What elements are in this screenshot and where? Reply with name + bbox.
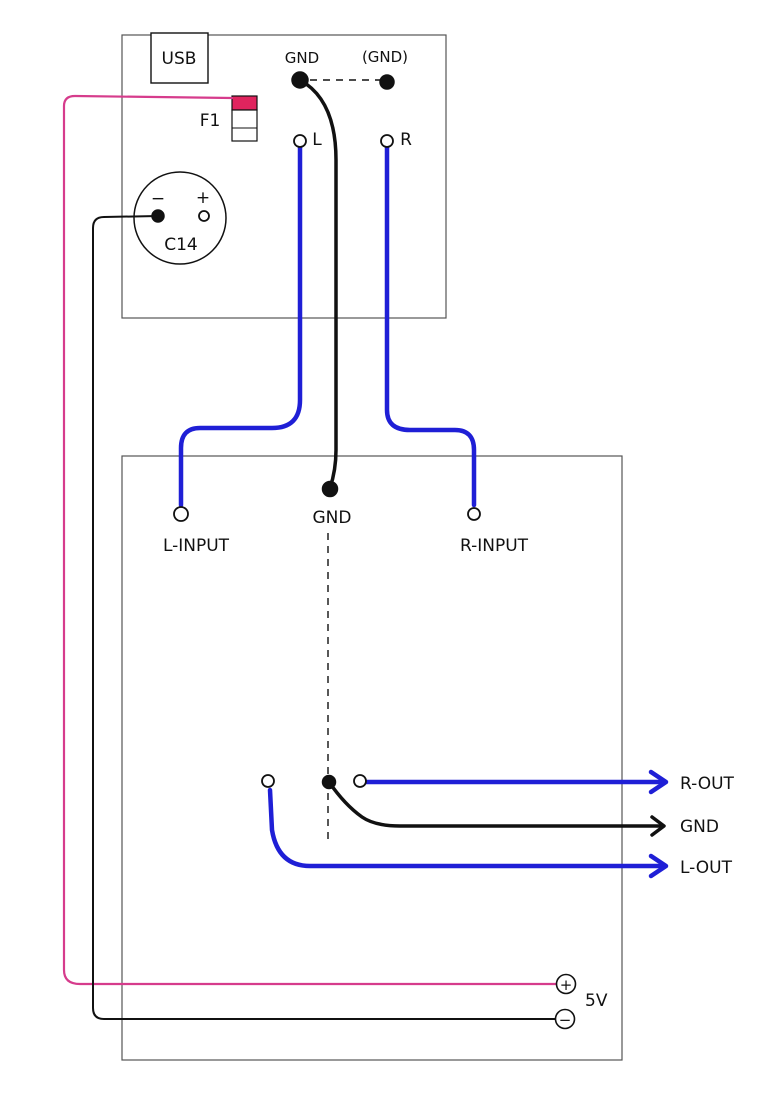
r-out-pad: [353, 774, 367, 788]
gnd-out-label: GND: [680, 817, 719, 837]
usb-port: [150, 32, 209, 84]
minus-5v-symbol: −: [559, 1011, 572, 1029]
c14-minus-sign: −: [151, 189, 165, 209]
plus-5v-terminal: [555, 973, 577, 995]
minus-5v-terminal: [554, 1008, 576, 1030]
l-out-wire: [267, 787, 667, 869]
l-out-arrow: [648, 853, 669, 879]
top-right-pad: [380, 134, 394, 148]
gnd-out-arrow: [650, 815, 666, 837]
usb-label: USB: [162, 49, 197, 69]
left-input-wire: [178, 143, 303, 508]
top-gnd-alt-label: (GND): [362, 48, 408, 66]
l-input-label: L-INPUT: [163, 536, 230, 556]
l-input-pad: [173, 506, 189, 522]
r-out-label: R-OUT: [680, 774, 735, 794]
top-gnd-label: GND: [285, 49, 319, 67]
c14-label: C14: [164, 235, 198, 255]
gnd-out-wire: [327, 780, 665, 828]
top-left-pad: [293, 134, 307, 148]
fuse-label: F1: [200, 111, 221, 131]
l-out-pad: [261, 774, 275, 788]
plus-5v-symbol: +: [560, 976, 573, 994]
c14-connector: [133, 171, 227, 265]
r-input-pad: [467, 507, 481, 521]
r-out-arrow: [648, 769, 669, 795]
l-out-label: L-OUT: [680, 858, 733, 878]
bottom-board: [121, 455, 623, 1061]
negative-power-wire: [92, 215, 556, 1020]
gnd-input-wire: [298, 78, 338, 490]
right-input-wire: [384, 143, 477, 508]
r-input-label: R-INPUT: [460, 536, 529, 556]
top-right-label: R: [400, 130, 412, 150]
top-board: [121, 34, 447, 319]
fuse-top: [231, 95, 258, 111]
positive-power-wire: [62, 94, 558, 986]
out-gnd-pad: [321, 774, 337, 790]
top-gnd-pad: [291, 71, 309, 89]
c14-plus-pin: [198, 210, 210, 222]
c14-plus-sign: +: [196, 188, 210, 208]
fuse-body: [231, 109, 258, 142]
bottom-gnd-pad: [321, 480, 339, 498]
bottom-gnd-label: GND: [313, 508, 352, 528]
top-gnd-alt-pad: [379, 74, 395, 90]
power-5v-label: 5V: [585, 991, 608, 1011]
top-left-label: L: [312, 130, 322, 150]
